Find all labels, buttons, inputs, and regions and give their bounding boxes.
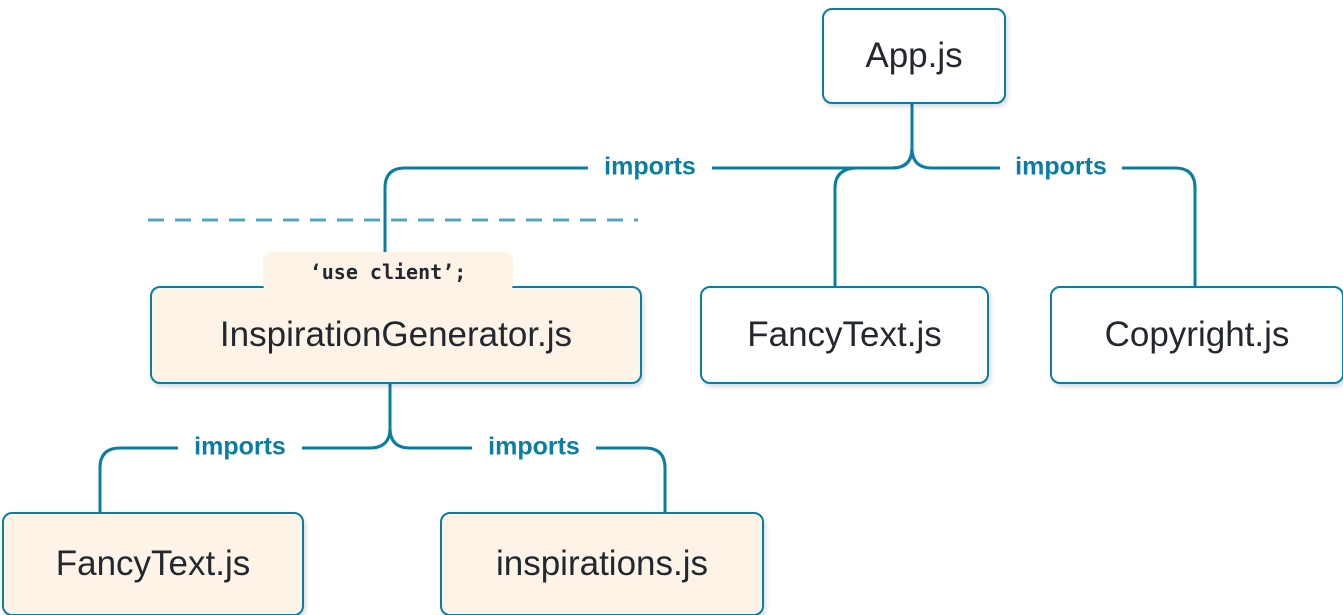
node-inspirationgenerator-js: InspirationGenerator.js xyxy=(150,286,642,384)
edge-label-imports-inspirationgenerator-inspirations: imports xyxy=(488,432,580,461)
node-copyright-js: Copyright.js xyxy=(1050,286,1343,384)
edge-inspirationgenerator-to-inspirations xyxy=(388,380,667,512)
edge-label-imports-inspirationgenerator-fancytext: imports xyxy=(194,432,286,461)
node-fancytext-js-top: FancyText.js xyxy=(700,286,989,384)
edge-app-to-fancytext xyxy=(833,100,914,286)
node-app-js: App.js xyxy=(822,8,1006,104)
node-inspirations-js: inspirations.js xyxy=(440,512,764,615)
edge-label-imports-app-inspirationgenerator: imports xyxy=(604,152,696,181)
edge-label-imports-app-copyright: imports xyxy=(1015,152,1107,181)
node-fancytext-js-bottom: FancyText.js xyxy=(2,512,304,615)
use-client-directive-chip: ‘use client’; xyxy=(263,252,513,292)
edge-app-to-copyright xyxy=(910,100,1197,286)
